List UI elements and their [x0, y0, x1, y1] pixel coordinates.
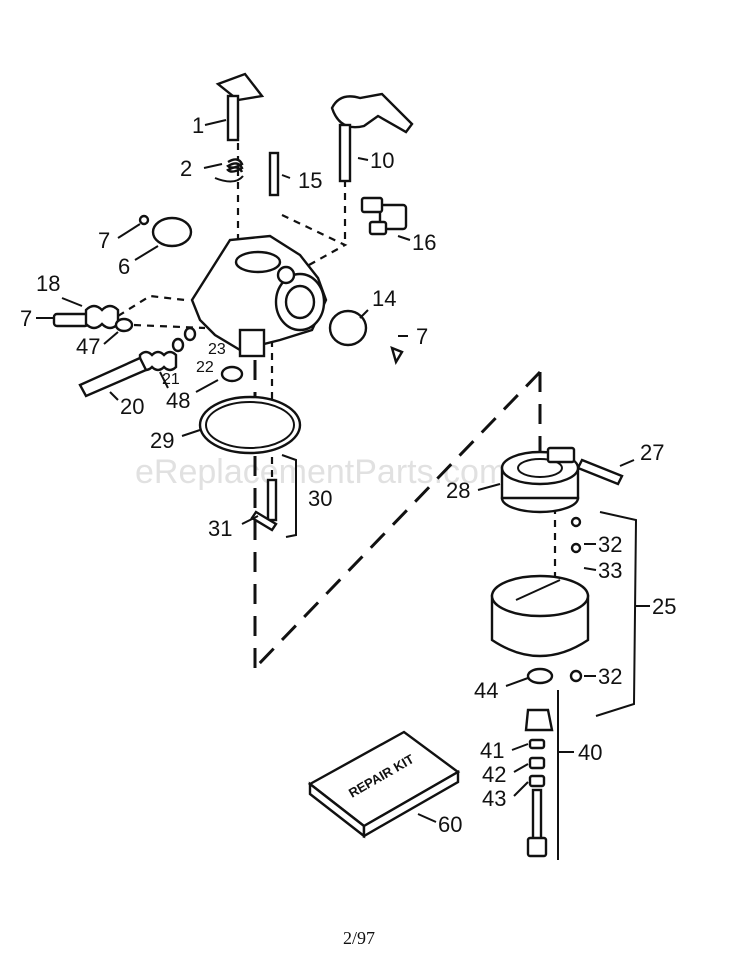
- callout-6: 6: [118, 254, 130, 279]
- callout-31: 31: [208, 516, 232, 541]
- throttle-plate-part: [151, 216, 193, 248]
- callout-18: 18: [36, 271, 60, 296]
- assembly-guide-lines: [236, 130, 557, 670]
- callout-48: 48: [166, 388, 190, 413]
- callout-25: 25: [652, 594, 676, 619]
- callout-1: 1: [192, 113, 204, 138]
- choke-shaft-part: [330, 92, 414, 183]
- callout-7: 7: [416, 324, 428, 349]
- throttle-shaft-part: [215, 72, 265, 142]
- callout-32: 32: [598, 532, 622, 557]
- callout-23: 23: [208, 341, 226, 358]
- callout-10: 10: [370, 148, 394, 173]
- callout-30: 30: [308, 486, 332, 511]
- screw-part: [570, 516, 582, 528]
- needle-valve-parts: [78, 326, 197, 398]
- callout-47: 47: [76, 334, 100, 359]
- callout-14: 14: [372, 286, 396, 311]
- bowl-nut-assembly-part: [524, 690, 559, 860]
- spring-part: [214, 158, 244, 183]
- callout-42: 42: [482, 762, 506, 787]
- callout-32: 32: [598, 664, 622, 689]
- float-hinge-pin-part: [576, 458, 624, 486]
- callout-41: 41: [480, 738, 504, 763]
- callout-43: 43: [482, 786, 506, 811]
- screw-part: [138, 214, 150, 226]
- callout-21: 21: [162, 371, 180, 388]
- callout-20: 20: [120, 394, 144, 419]
- float-bowl-part: [490, 511, 638, 717]
- float-part: [500, 446, 580, 514]
- callout-2: 2: [180, 156, 192, 181]
- o-ring-part: [114, 317, 134, 333]
- footer-code: 2/97: [343, 928, 375, 948]
- screw-part: [569, 669, 583, 683]
- seat-part: [220, 365, 244, 383]
- pin-part: [268, 151, 280, 197]
- callout-16: 16: [412, 230, 436, 255]
- fitting-part: [360, 196, 408, 236]
- leader-lines: [36, 119, 650, 823]
- repair-kit-part: REPAIR KIT: [307, 730, 461, 839]
- callout-28: 28: [446, 478, 470, 503]
- callout-22: 22: [196, 359, 214, 376]
- bowl-washer-part: [526, 667, 554, 685]
- callout-labels: 1 2 10 15 7 6 16 18 7 14 47 23 7 22 21 2…: [20, 113, 676, 837]
- carburetor-body-part: [190, 234, 328, 358]
- callout-27: 27: [640, 440, 664, 465]
- callout-7: 7: [20, 306, 32, 331]
- callout-15: 15: [298, 168, 322, 193]
- callout-29: 29: [150, 428, 174, 453]
- callout-33: 33: [598, 558, 622, 583]
- callout-60: 60: [438, 812, 462, 837]
- callout-7: 7: [98, 228, 110, 253]
- callout-44: 44: [474, 678, 498, 703]
- screw-part: [390, 345, 404, 365]
- choke-plate-part: [328, 309, 368, 347]
- washer-part: [570, 542, 582, 554]
- gasket-part: [198, 395, 302, 455]
- callout-40: 40: [578, 740, 602, 765]
